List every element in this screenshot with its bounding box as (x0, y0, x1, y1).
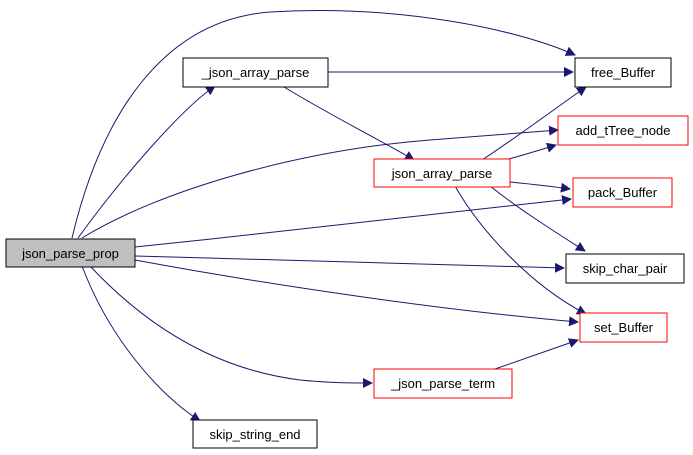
edge-json_parse_prop-to-pack_Buffer (134, 195, 572, 248)
edge-json_parse_prop-to-_json_array_parse (77, 85, 216, 239)
node-_json_parse_term-label: _json_parse_term (390, 376, 495, 391)
node-pack_Buffer-label: pack_Buffer (588, 185, 658, 200)
node-add_tTree_node[interactable]: add_tTree_node (557, 115, 689, 146)
node-skip_string_end[interactable]: skip_string_end (192, 419, 318, 449)
node-set_Buffer[interactable]: set_Buffer (579, 312, 668, 343)
edge-json_array_parse-to-skip_char_pair (489, 185, 586, 252)
node-skip_char_pair-label: skip_char_pair (583, 261, 668, 276)
node-free_Buffer[interactable]: free_Buffer (574, 57, 672, 88)
node-json_parse_prop[interactable]: json_parse_prop (5, 238, 136, 268)
edge-json_array_parse-to-pack_Buffer (509, 181, 571, 193)
node-json_array_parse-label: json_array_parse (391, 166, 492, 181)
node-skip_string_end-label: skip_string_end (209, 427, 300, 442)
edge-_json_array_parse-to-json_array_parse (283, 86, 415, 161)
edge-json_parse_prop-to-_json_parse_term (89, 265, 373, 388)
node-skip_char_pair[interactable]: skip_char_pair (565, 253, 685, 284)
node-set_Buffer-label: set_Buffer (594, 320, 654, 335)
edge-json_parse_prop-to-set_Buffer (134, 259, 579, 327)
node-json_parse_prop-label: json_parse_prop (21, 246, 119, 261)
node-_json_parse_term[interactable]: _json_parse_term (373, 368, 513, 399)
node-_json_array_parse[interactable]: _json_array_parse (182, 57, 329, 88)
edge-json_parse_prop-to-skip_string_end (81, 265, 201, 422)
node-_json_array_parse-label: _json_array_parse (201, 65, 310, 80)
edge-json_parse_prop-to-free_Buffer (71, 10, 576, 239)
edge-json_array_parse-to-add_tTree_node (504, 142, 557, 161)
edge-json_parse_prop-to-skip_char_pair (134, 255, 565, 273)
node-add_tTree_node-label: add_tTree_node (576, 123, 671, 138)
edge-_json_parse_term-to-set_Buffer (494, 338, 579, 370)
node-free_Buffer-label: free_Buffer (591, 65, 656, 80)
node-pack_Buffer[interactable]: pack_Buffer (572, 177, 673, 208)
edge-json_parse_prop-to-add_tTree_node (81, 125, 559, 239)
node-json_array_parse[interactable]: json_array_parse (373, 158, 511, 188)
edge-json_array_parse-to-free_Buffer (481, 86, 587, 161)
edge-json_array_parse-to-set_Buffer (454, 185, 587, 315)
